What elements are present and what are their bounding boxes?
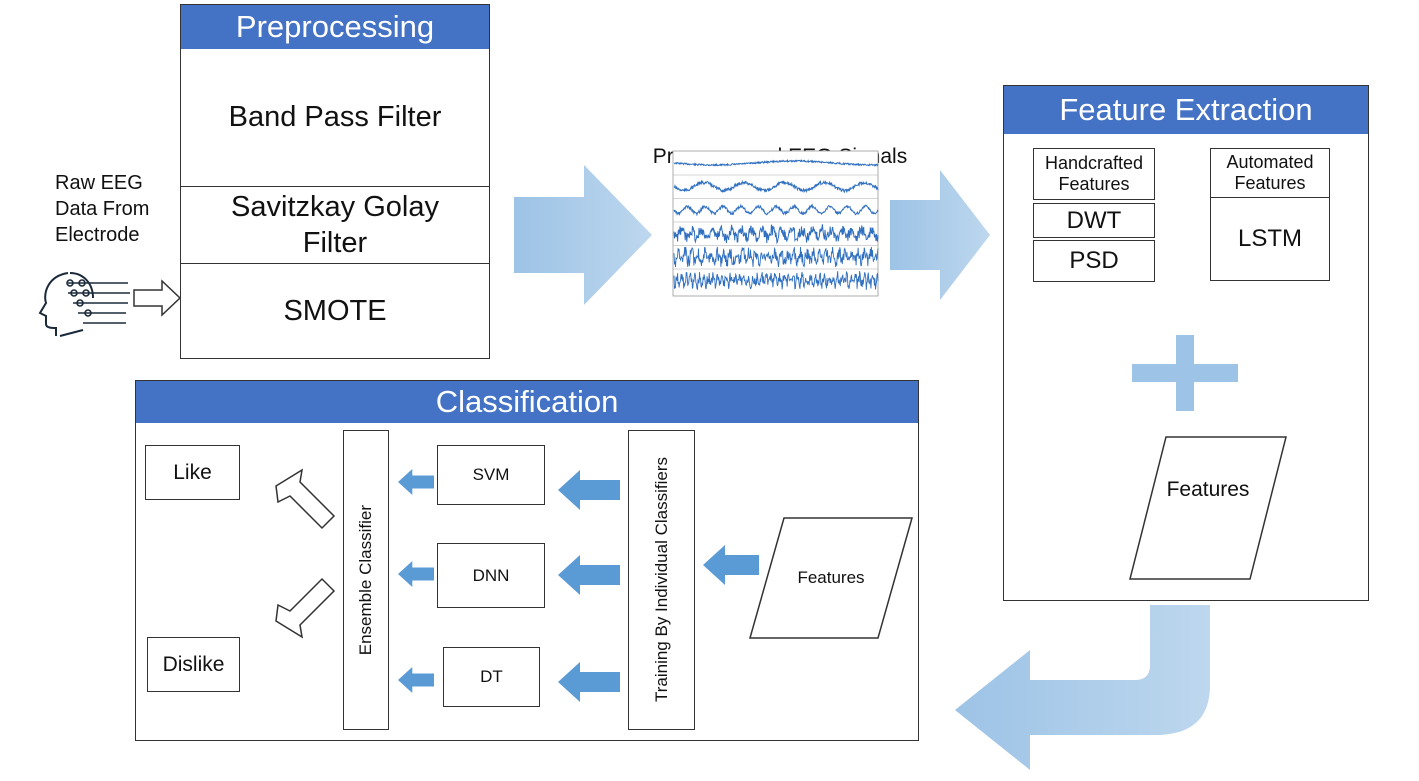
- head-electrodes-icon: [38, 272, 130, 337]
- ensemble-classifier: Ensemble Classifier: [343, 430, 389, 730]
- smote: SMOTE: [283, 294, 387, 327]
- eeg-trace: [673, 246, 879, 268]
- preprocessing-header: Preprocessing: [181, 5, 489, 49]
- left-arrow-icon: [398, 667, 434, 693]
- dislike-box[interactable]: Dislike: [147, 637, 240, 692]
- left-arrow-icon: [398, 469, 434, 495]
- training-classifiers: Training By Individual Classifiers: [628, 430, 695, 730]
- psd-box: PSD: [1033, 240, 1155, 282]
- eeg-trace: [673, 158, 879, 168]
- output-arrow-icon: [275, 468, 336, 530]
- eeg-signal-plot: [672, 150, 879, 297]
- classification-header: Classification: [136, 381, 918, 423]
- classification-features-label: Features: [797, 568, 865, 587]
- input-arrow-icon: [133, 279, 182, 317]
- classifier-arrows: [398, 469, 759, 702]
- svm-box: SVM: [437, 445, 545, 505]
- plus-icon: [1132, 335, 1238, 411]
- lstm-box: LSTM: [1237, 225, 1302, 252]
- eeg-trace: [673, 224, 879, 245]
- flow-arrow-icon: [890, 170, 990, 300]
- output-arrow-icon: [275, 577, 336, 639]
- dwt-box: DWT: [1033, 203, 1155, 238]
- left-arrow-icon: [703, 545, 759, 585]
- feature-extraction-header: Feature Extraction: [1004, 86, 1368, 134]
- preprocessing-panel: Preprocessing Band Pass Filter Savitzkay…: [180, 4, 490, 359]
- dnn-box: DNN: [437, 543, 545, 608]
- automated-features-panel: Automated Features LSTM: [1210, 148, 1330, 281]
- left-arrow-icon: [398, 561, 434, 587]
- features-label: Features: [1166, 478, 1250, 501]
- raw-eeg-label: Raw EEG Data From Electrode: [55, 172, 150, 246]
- eeg-trace: [673, 179, 879, 194]
- left-arrow-icon: [558, 662, 620, 702]
- handcrafted-features: Handcrafted Features: [1033, 148, 1155, 200]
- left-arrow-icon: [558, 470, 620, 510]
- eeg-trace: [673, 271, 879, 290]
- features-parallelogram: [749, 517, 913, 639]
- features-parallelogram: [1129, 436, 1287, 580]
- curved-flow-arrow-icon: [955, 605, 1210, 770]
- left-arrow-icon: [558, 555, 620, 595]
- flow-arrow-icon: [514, 165, 652, 305]
- dt-box: DT: [443, 647, 540, 707]
- band-pass-filter: Band Pass Filter: [181, 49, 489, 187]
- like-box[interactable]: Like: [145, 445, 240, 500]
- automated-features: Automated Features: [1211, 149, 1329, 198]
- eeg-trace: [673, 203, 879, 217]
- savitzky-golay-filter: Savitzkay Golay Filter: [181, 187, 489, 264]
